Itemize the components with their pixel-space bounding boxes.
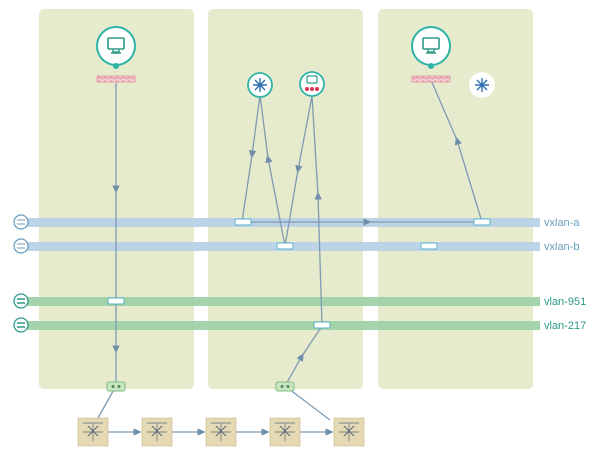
physical-switch-1[interactable] bbox=[77, 417, 109, 447]
flow-host3-up bbox=[454, 136, 483, 223]
physical-switch-2[interactable] bbox=[141, 417, 173, 447]
switch-icon bbox=[253, 78, 267, 92]
flow-uplink2-up-2 bbox=[301, 325, 323, 357]
flow-uplink2-to-switch5 bbox=[282, 383, 331, 421]
switch-icon bbox=[475, 78, 489, 92]
flow-port-to-switch-2 bbox=[259, 94, 269, 159]
workstation-node-host-1[interactable] bbox=[96, 26, 136, 83]
vlan-951-icon[interactable] bbox=[13, 293, 29, 309]
port-host2-vlan-217[interactable] bbox=[313, 321, 331, 329]
port-host3-vxlan-b[interactable] bbox=[420, 242, 438, 250]
vxlan-a-icon[interactable] bbox=[13, 214, 29, 230]
host-panel-3[interactable] bbox=[378, 9, 533, 389]
firewall-icon bbox=[96, 75, 136, 83]
flow-lines bbox=[97, 79, 483, 436]
vlan-217-icon[interactable] bbox=[13, 317, 29, 333]
workstation-node-host-3[interactable] bbox=[411, 26, 451, 83]
virtual-router-node-host-2[interactable] bbox=[299, 71, 325, 97]
monitor-icon bbox=[422, 37, 440, 54]
flow-host3-up-2 bbox=[430, 79, 458, 141]
uplink-port-host-1[interactable] bbox=[106, 381, 126, 392]
port-host2-vxlan-a[interactable] bbox=[234, 218, 252, 226]
virtual-switch-node-host-2[interactable] bbox=[247, 72, 273, 98]
virtual-switch-node-host-3[interactable] bbox=[469, 72, 495, 98]
physical-switch-5[interactable] bbox=[333, 417, 365, 447]
physical-switch-4[interactable] bbox=[269, 417, 301, 447]
host-panel-2[interactable] bbox=[208, 9, 363, 389]
network-label-vxlan-b: vxlan-b bbox=[544, 241, 579, 253]
network-band-vlan-217[interactable] bbox=[20, 321, 540, 330]
ports bbox=[107, 218, 491, 329]
flow-router-down bbox=[295, 95, 313, 174]
port-host2-vxlan-b[interactable] bbox=[276, 242, 294, 250]
network-label-vxlan-a: vxlan-a bbox=[544, 217, 580, 229]
physical-switch-3[interactable] bbox=[205, 417, 237, 447]
flow-uplink2-up bbox=[284, 352, 304, 387]
port-host1-vlan-951[interactable] bbox=[107, 297, 125, 305]
network-label-vlan-951: vlan-951 bbox=[544, 296, 586, 308]
port-host3-vxlan-a[interactable] bbox=[473, 218, 491, 226]
flow-router-down-2 bbox=[284, 169, 299, 247]
firewall-icon bbox=[411, 75, 451, 83]
network-band-vlan-951[interactable] bbox=[20, 297, 540, 306]
flow-switch-to-port-2 bbox=[241, 154, 253, 223]
flow-port-to-switch bbox=[265, 154, 286, 247]
monitor-icon bbox=[107, 37, 125, 54]
network-label-vlan-217: vlan-217 bbox=[544, 320, 586, 332]
flow-switch-to-port bbox=[248, 94, 261, 159]
router-icon bbox=[305, 75, 319, 91]
flow-vlan217-up bbox=[314, 191, 323, 327]
uplink-port-host-2[interactable] bbox=[275, 381, 295, 392]
vxlan-b-icon[interactable] bbox=[13, 238, 29, 254]
flow-vlan217-up-2 bbox=[311, 95, 319, 196]
